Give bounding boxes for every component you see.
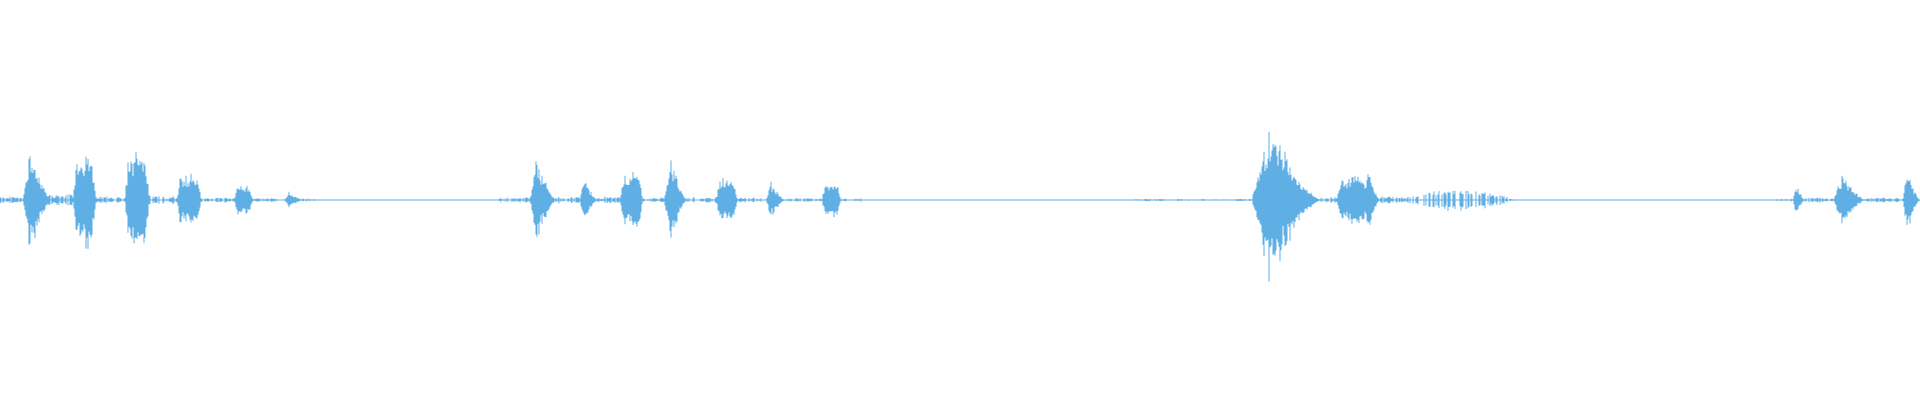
waveform-burst (820, 186, 842, 218)
waveform-burst (840, 198, 862, 202)
waveform-burst (148, 195, 178, 205)
waveform-burst (1377, 196, 1403, 204)
waveform-burst (787, 198, 821, 202)
waveform-burst (233, 186, 255, 215)
waveform-burst (596, 196, 621, 204)
waveform-segments (0, 131, 1920, 282)
waveform-burst (254, 198, 277, 202)
waveform-burst (302, 198, 316, 202)
waveform-burst (578, 183, 599, 216)
waveform-burst (1335, 174, 1380, 225)
waveform-burst (1135, 198, 1251, 202)
waveform-burst (1792, 188, 1806, 211)
waveform-burst (663, 160, 689, 238)
waveform-burst (200, 197, 236, 203)
waveform-burst (123, 152, 151, 244)
waveform-burst (715, 178, 739, 219)
waveform-burst (1866, 197, 1900, 203)
waveform-burst (95, 196, 126, 204)
waveform-burst (71, 156, 97, 249)
waveform-burst (498, 197, 531, 203)
waveform-burst (686, 196, 717, 204)
waveform-burst (1400, 190, 1518, 211)
waveform-burst (47, 194, 74, 206)
waveform-burst (175, 173, 203, 223)
waveform-burst (1832, 175, 1868, 224)
waveform-burst (1901, 179, 1920, 225)
waveform-burst (1804, 197, 1835, 203)
waveform-burst (765, 181, 787, 215)
waveform-burst (528, 161, 558, 237)
waveform-burst (1250, 131, 1322, 282)
waveform-burst (283, 191, 305, 208)
waveform-burst (619, 172, 645, 227)
waveform-burst (736, 197, 768, 203)
waveform-burst (1776, 198, 1793, 202)
